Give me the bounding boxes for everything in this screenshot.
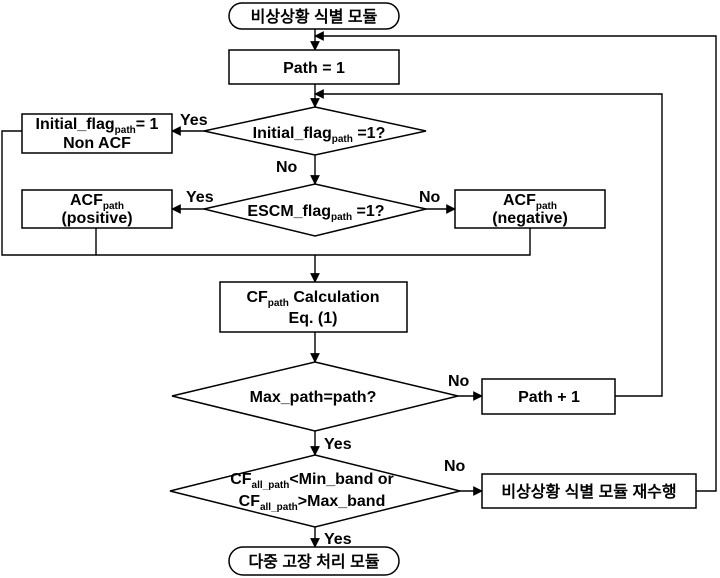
edge-label-yes-max: Yes	[324, 436, 352, 453]
redo-box	[481, 473, 697, 509]
calc-base: CF	[246, 289, 268, 306]
path-next-box	[481, 378, 616, 415]
band-base2: CF	[239, 493, 261, 510]
start-label: 비상상황 식별 모듈	[251, 7, 378, 26]
path-next-label: Path + 1	[518, 389, 580, 406]
calc-box	[219, 281, 408, 333]
band-tail2: >Max_band	[298, 493, 386, 510]
calc-sub: path	[268, 298, 289, 309]
redo-label: 비상상황 식별 모듈 재수행	[501, 482, 676, 501]
acf-positive-box	[21, 189, 173, 229]
band-check-diamond	[169, 454, 461, 528]
edge-label-no-initial: No	[276, 159, 298, 176]
escm-flag-diamond-label: ESCM_flagpath =1?	[247, 203, 384, 223]
max-path-label: Max_path=path?	[250, 389, 377, 406]
band-sub2: all_path	[260, 502, 298, 513]
band-tail1: <Min_band or	[289, 471, 393, 488]
initial-box-line2: Non ACF	[63, 135, 131, 152]
max-path-diamond	[171, 361, 459, 432]
acf-pos-base: ACF	[70, 192, 103, 209]
initial-flag-diamond-label: Initial_flagpath =1?	[253, 125, 386, 145]
calc-tail: Calculation	[289, 289, 380, 306]
initial-flag-diamond	[203, 106, 427, 156]
edge-initial-box-merge	[1, 130, 315, 256]
escm-base: ESCM_flag	[247, 203, 331, 220]
initial-box-base: Initial_flag	[36, 116, 115, 133]
calc-label: CFpath Calculation	[246, 289, 379, 309]
initial-flag-tail: =1?	[353, 125, 385, 142]
end-terminal	[228, 546, 400, 576]
initial-box-sub: path	[115, 125, 136, 136]
path-init-label: Path = 1	[283, 60, 345, 77]
edge-label-yes-escm: Yes	[186, 189, 214, 206]
acf-negative-box	[454, 189, 606, 229]
edge-redo-loop	[314, 31, 717, 492]
initial-flag-sub: path	[332, 134, 353, 145]
acf-neg-sub: path	[536, 201, 557, 212]
end-label: 다중 고장 처리 모듈	[248, 553, 379, 571]
acf-pos-sub: path	[103, 201, 124, 212]
initial-flag-box	[21, 113, 173, 154]
acf-positive-line2: (positive)	[61, 210, 132, 227]
initial-flag-box-label: Initial_flagpath= 1	[36, 116, 159, 136]
band-base1: CF	[230, 471, 252, 488]
escm-flag-diamond	[203, 183, 427, 237]
shapes	[21, 2, 697, 576]
path-init-box	[228, 49, 400, 85]
edge-label-no-escm: No	[419, 189, 441, 206]
edge-label-no-band: No	[444, 458, 466, 475]
start-terminal	[228, 2, 400, 30]
acf-positive-label: ACFpath	[70, 192, 124, 212]
acf-negative-label: ACFpath	[503, 192, 557, 212]
edge-label-no-max: No	[448, 373, 470, 390]
band-line1: CFall_path<Min_band or	[230, 471, 394, 491]
initial-box-tail: = 1	[136, 116, 159, 133]
band-line2: CFall_path>Max_band	[239, 493, 386, 513]
initial-flag-base: Initial_flag	[253, 125, 332, 142]
escm-tail: =1?	[352, 203, 384, 220]
acf-neg-base: ACF	[503, 192, 536, 209]
edge-acf-neg-merge	[315, 228, 531, 256]
edge-next-loop	[314, 89, 663, 397]
edge-label-yes-band: Yes	[324, 531, 352, 548]
acf-negative-line2: (negative)	[492, 210, 568, 227]
band-sub1: all_path	[252, 480, 290, 491]
calc-line2: Eq. (1)	[289, 310, 338, 327]
escm-sub: path	[331, 212, 352, 223]
edge-label-yes-initial: Yes	[180, 112, 208, 129]
